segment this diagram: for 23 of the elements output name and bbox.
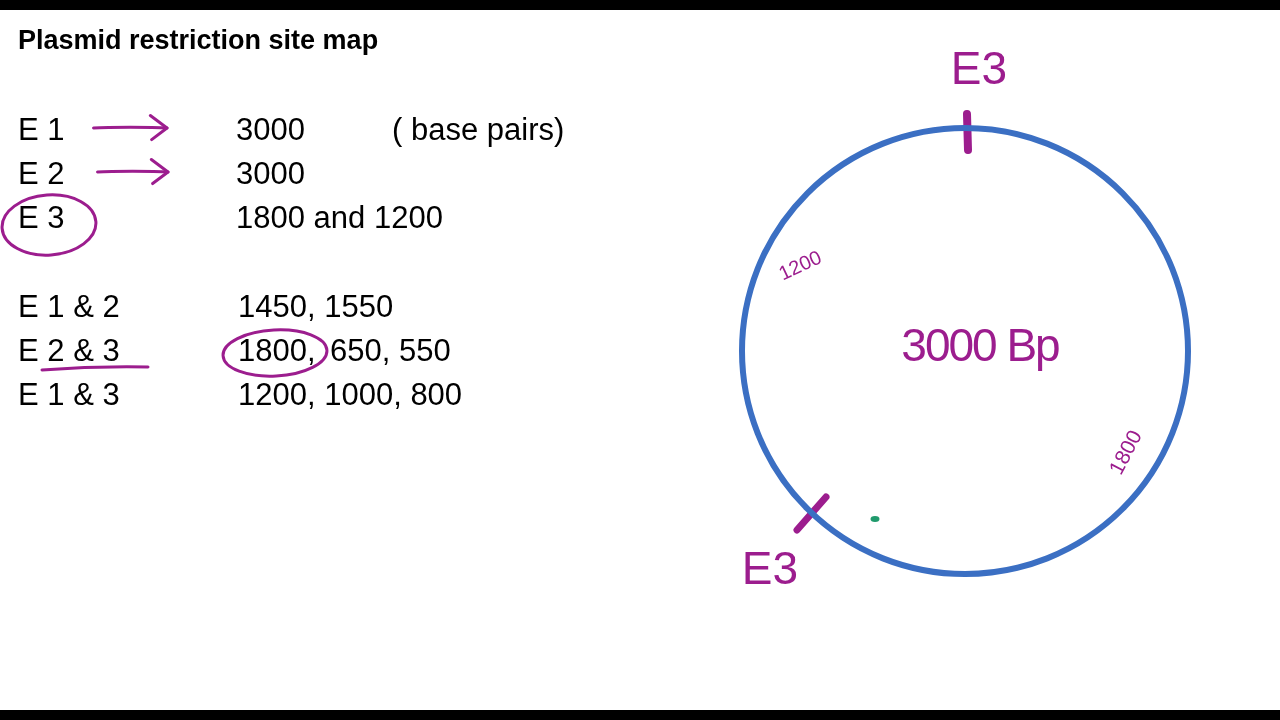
- circled-label: [221, 328, 329, 378]
- fragment-length-label: 1800: [1104, 426, 1146, 478]
- enzyme-combination: E 1 & 3: [18, 377, 120, 413]
- fragment-sizes: 650, 550: [330, 333, 451, 369]
- arrow: [92, 114, 169, 142]
- unit-note: ( base pairs): [392, 112, 565, 148]
- fragment-size: 1800,: [238, 333, 316, 369]
- enzyme-site-label: E3: [741, 545, 799, 591]
- enzyme-label: E 1: [18, 112, 65, 148]
- arrow: [96, 158, 170, 186]
- title: Plasmid restriction site map: [18, 24, 379, 57]
- fragment-sizes: 1450, 1550: [238, 289, 394, 325]
- fragment-size: 3000: [236, 156, 305, 192]
- enzyme-label: E 2: [18, 156, 65, 192]
- fragment-sizes: 1800 and 1200: [236, 200, 443, 236]
- enzyme-combination: E 2 & 3: [18, 333, 120, 369]
- fragment-sizes: 1200, 1000, 800: [238, 377, 463, 413]
- fragment-size: 3000: [236, 112, 305, 148]
- enzyme-site-label: E3: [950, 45, 1008, 91]
- fragment-length-label: 1200: [775, 246, 825, 284]
- circled-label: [0, 193, 98, 257]
- enzyme-combination: E 1 & 2: [18, 289, 120, 325]
- enzyme-label: E 3: [18, 200, 65, 236]
